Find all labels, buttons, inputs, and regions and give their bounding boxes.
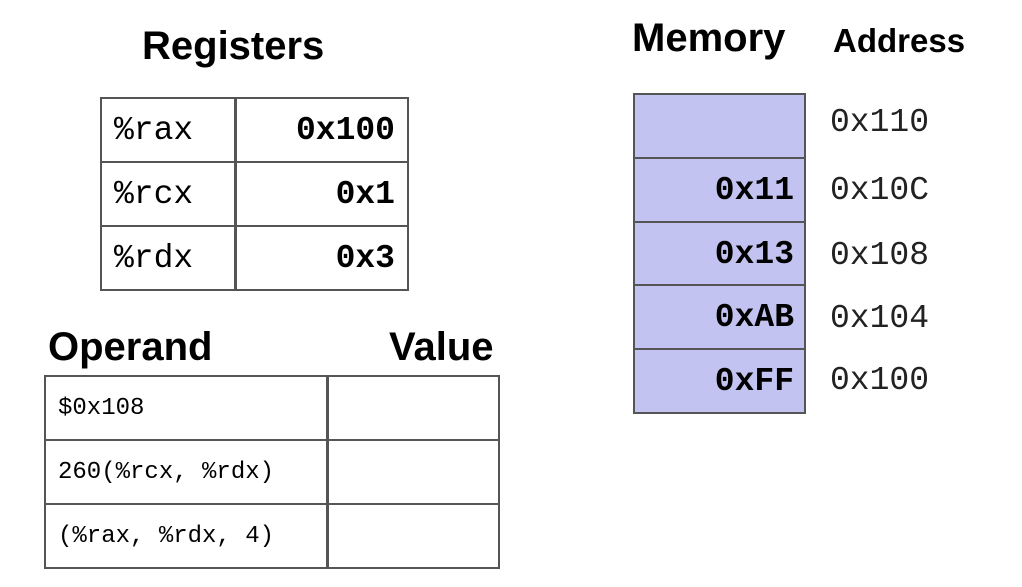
value-title: Value (389, 325, 494, 369)
memory-cell: 0xAB (633, 284, 806, 350)
register-value-rdx: 0x3 (235, 225, 409, 291)
operand-cell: 260(%rcx, %rdx) (44, 439, 328, 505)
register-name-rax: %rax (100, 97, 236, 163)
memory-cell: 0xFF (633, 348, 806, 414)
memory-title: Memory (632, 16, 786, 60)
memory-address: 0x108 (830, 237, 930, 274)
operand-value-cell[interactable] (327, 375, 500, 441)
memory-address: 0x110 (830, 104, 930, 141)
operand-title: Operand (48, 325, 213, 369)
register-value-rcx: 0x1 (235, 161, 409, 227)
address-title: Address (833, 22, 966, 59)
operand-value-cell[interactable] (327, 439, 500, 505)
memory-cell (633, 93, 806, 159)
memory-address: 0x10C (830, 172, 930, 209)
memory-cell: 0x11 (633, 157, 806, 223)
operand-cell: $0x108 (44, 375, 328, 441)
memory-address: 0x104 (830, 300, 930, 337)
operand-cell: (%rax, %rdx, 4) (44, 503, 328, 569)
register-name-rdx: %rdx (100, 225, 236, 291)
register-value-rax: 0x100 (235, 97, 409, 163)
operand-value-cell[interactable] (327, 503, 500, 569)
register-name-rcx: %rcx (100, 161, 236, 227)
memory-cell: 0x13 (633, 221, 806, 287)
registers-title: Registers (142, 24, 325, 68)
memory-address: 0x100 (830, 362, 930, 399)
